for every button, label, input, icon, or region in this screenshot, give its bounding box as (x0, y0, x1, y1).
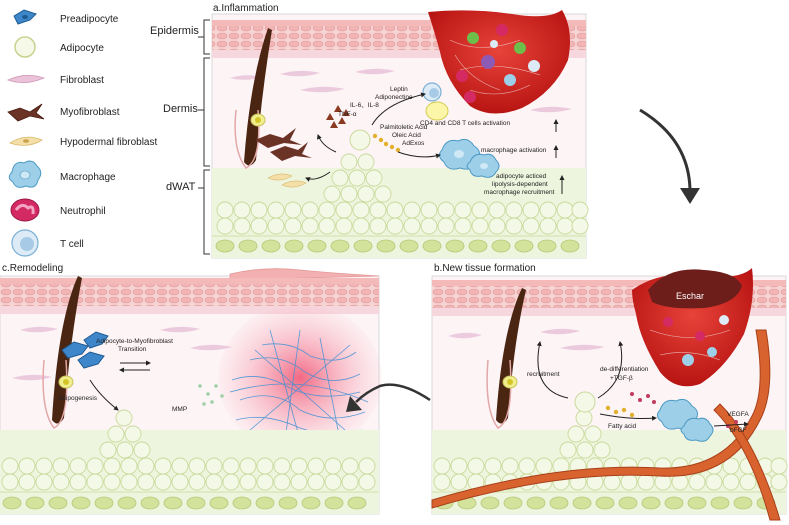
label-recruitment: recruitment (527, 371, 560, 378)
hair-follicle-b (496, 288, 526, 424)
hypodermal-fibroblast-icon (9, 136, 43, 146)
panel-a-title: a.Inflammation (213, 3, 279, 14)
arrow-b-to-c-head (346, 396, 362, 412)
eschar (648, 269, 742, 309)
myofibroblast-cluster-a (255, 128, 312, 161)
immune-cells-in-wound-a (456, 24, 540, 103)
arrow-a-to-b (639, 108, 692, 193)
legend-label-macrophage: Macrophage (60, 172, 116, 183)
label-leptin: Leptin (390, 86, 408, 93)
label-transition: Transition (118, 346, 147, 353)
panel-b-new-tissue-formation: b.New tissue formation Eschar recruitmen… (431, 263, 788, 521)
panel-a-inflammation: a.Inflammation Leptin Adiponectine IL-6、… (211, 3, 589, 259)
label-oleic-acid: Oleic Acid (392, 132, 421, 139)
hair-follicle-a (244, 28, 272, 166)
label-macrophage-recruitment: macrophage recruitment (484, 189, 555, 196)
label-il-6-il-8: IL-6、IL-8 (350, 102, 379, 109)
adipocyte-icon (14, 36, 36, 58)
label-lipolysis-dependent: lipolysis-dependent (492, 181, 548, 188)
wound-area-a (428, 10, 570, 114)
panel-c-remodeling: c.Remodeling Adipocyte-to-Myofibroblast … (0, 263, 431, 515)
label-cd4-cd8-activation: CD4 and CD8 T cells activation (420, 120, 510, 127)
preadipocyte-icon (13, 9, 37, 25)
label-tgf-beta: +TGF-β (610, 375, 633, 382)
label-adexos: AdExos (402, 140, 425, 147)
label-macrophage-activation: macrophage activation (481, 147, 547, 154)
macrophage-icon (8, 160, 42, 188)
arrow-a-to-b-head (680, 188, 700, 204)
myofibroblast-icon (7, 103, 45, 122)
label-vegfa: VEGFA (727, 411, 749, 418)
arrow-b-to-c (355, 383, 431, 403)
legend-label-adipocyte: Adipocyte (60, 43, 104, 54)
legend-label-hypodermal-fibroblast: Hypodermal fibroblast (60, 137, 157, 148)
legend-label-t-cell: T cell (60, 239, 84, 250)
legend-label-neutrophil: Neutrophil (60, 206, 106, 217)
t-cell-icon (11, 229, 39, 257)
panel-c-title: c.Remodeling (2, 263, 63, 274)
preadipocytes-c (61, 331, 109, 369)
label-palmitoleic-acid: Palmitoletic Acid (380, 124, 428, 131)
label-bfgf: bFGF (730, 427, 747, 434)
label-adiponectine: Adiponectine (375, 94, 413, 101)
scar-tissue (218, 304, 382, 452)
legend-label-myofibroblast: Myofibroblast (60, 107, 120, 118)
panel-b-title: b.New tissue formation (434, 263, 536, 274)
layer-labels: Epidermis Dermis dWAT (150, 19, 210, 255)
label-tnf-alpha: TNF-α (338, 111, 357, 118)
label-eschar: Eschar (676, 291, 704, 301)
label-mmp: MMP (172, 406, 187, 413)
layer-label-dermis: Dermis (163, 103, 198, 115)
legend-label-fibroblast: Fibroblast (60, 75, 104, 86)
layer-label-dwat: dWAT (166, 181, 196, 193)
fibroblast-icon (6, 75, 46, 83)
label-adipocyte-acticed: adipocyte acticed (496, 173, 547, 180)
layer-label-epidermis: Epidermis (150, 25, 199, 37)
label-adipocyte-to-myofibroblast: Adipocyte-to-Myofibroblast (96, 338, 173, 345)
legend: Preadipocyte Adipocyte Fibroblast Myofib… (6, 9, 157, 257)
label-adipogenesis: Adipogenesis (58, 395, 98, 402)
label-fatty-acid: Fatty acid (608, 423, 637, 430)
blood-vessel (431, 329, 771, 509)
label-de-differentiation: de-differentiation (600, 366, 649, 373)
neutrophil-icon (10, 198, 40, 222)
legend-label-preadipocyte: Preadipocyte (60, 14, 119, 25)
